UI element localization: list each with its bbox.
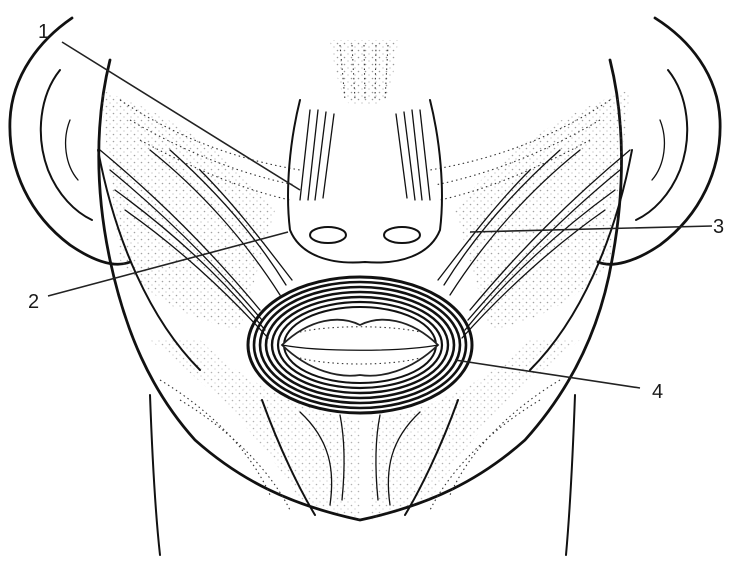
label-4: 4 (652, 381, 663, 403)
label-1: 1 (38, 21, 49, 43)
stippled-tissue (100, 40, 630, 520)
lips (282, 320, 438, 376)
label-2: 2 (28, 291, 39, 313)
nose (288, 100, 442, 263)
label-3: 3 (713, 216, 724, 238)
